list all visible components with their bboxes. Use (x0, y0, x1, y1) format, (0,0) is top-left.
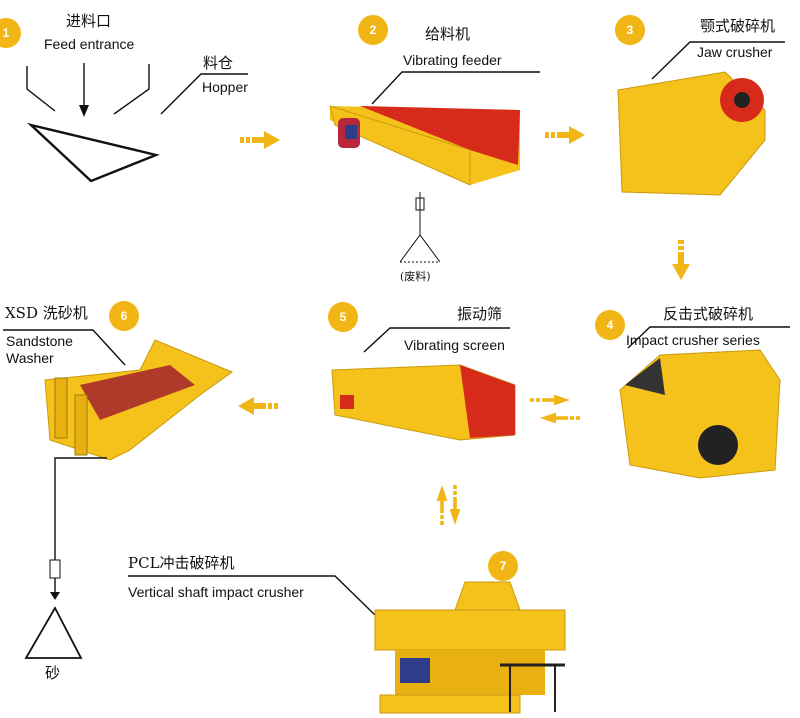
washer-en-line2: Washer (6, 350, 54, 366)
svg-text:2: 2 (370, 23, 377, 37)
hopper-icon (26, 122, 160, 183)
vibrating-screen-cn: 振动筛 (457, 305, 502, 323)
badge-step-2: 2 (358, 15, 388, 45)
svg-text:5: 5 (340, 310, 347, 324)
badge-step-1: 1 (0, 18, 21, 48)
hopper-en: Hopper (202, 79, 248, 95)
impact-crusher-cn: 反击式破碎机 (663, 305, 753, 323)
flow-arrow-left (238, 397, 278, 415)
vibrating-screen-machine (331, 364, 516, 441)
impact-crusher-machine (619, 349, 781, 479)
vibrating-screen-en: Vibrating screen (404, 337, 505, 353)
flow-arrow-right (545, 126, 585, 144)
vibrating-feeder-machine (329, 105, 520, 186)
svg-text:3: 3 (627, 23, 634, 37)
svg-text:1: 1 (3, 26, 10, 40)
feed-lines (26, 63, 248, 117)
sand-output (24, 457, 107, 659)
feeder-en: Vibrating feeder (403, 52, 502, 68)
badge-step-6: 6 (109, 301, 139, 331)
waste-output (399, 192, 441, 263)
vsi-en: Vertical shaft impact crusher (128, 584, 304, 600)
hopper-cn: 料仓 (203, 54, 233, 72)
flow-arrow-bidirectional-horizontal (530, 394, 580, 424)
badge-step-7: 7 (488, 551, 518, 581)
flow-arrow-bidirectional-vertical (436, 485, 461, 525)
washer-en-line1: Sandstone (6, 333, 73, 349)
flow-arrow-right (240, 131, 280, 149)
washer-cn: XSD 洗砂机 (5, 304, 88, 322)
svg-text:4: 4 (607, 318, 614, 332)
svg-text:6: 6 (121, 309, 128, 323)
waste-label: (废料) (400, 269, 431, 283)
feeder-cn: 给料机 (425, 25, 470, 43)
feed-entrance-cn: 进料口 (66, 12, 111, 30)
vsi-cn: PCL冲击破碎机 (128, 554, 235, 572)
sandstone-washer-machine (44, 339, 234, 461)
jaw-crusher-machine (617, 71, 766, 196)
badge-step-3: 3 (615, 15, 645, 45)
flow-arrow-down (672, 240, 690, 280)
jaw-crusher-en: Jaw crusher (697, 44, 773, 60)
sand-label: 砂 (45, 664, 60, 682)
feed-entrance-en: Feed entrance (44, 36, 134, 52)
impact-crusher-en: Impact crusher series (626, 332, 760, 348)
vsi-crusher-machine (374, 581, 566, 714)
jaw-crusher-cn: 颚式破碎机 (700, 17, 775, 35)
badge-step-5: 5 (328, 302, 358, 332)
svg-text:7: 7 (500, 559, 507, 573)
badge-step-4: 4 (595, 310, 625, 340)
